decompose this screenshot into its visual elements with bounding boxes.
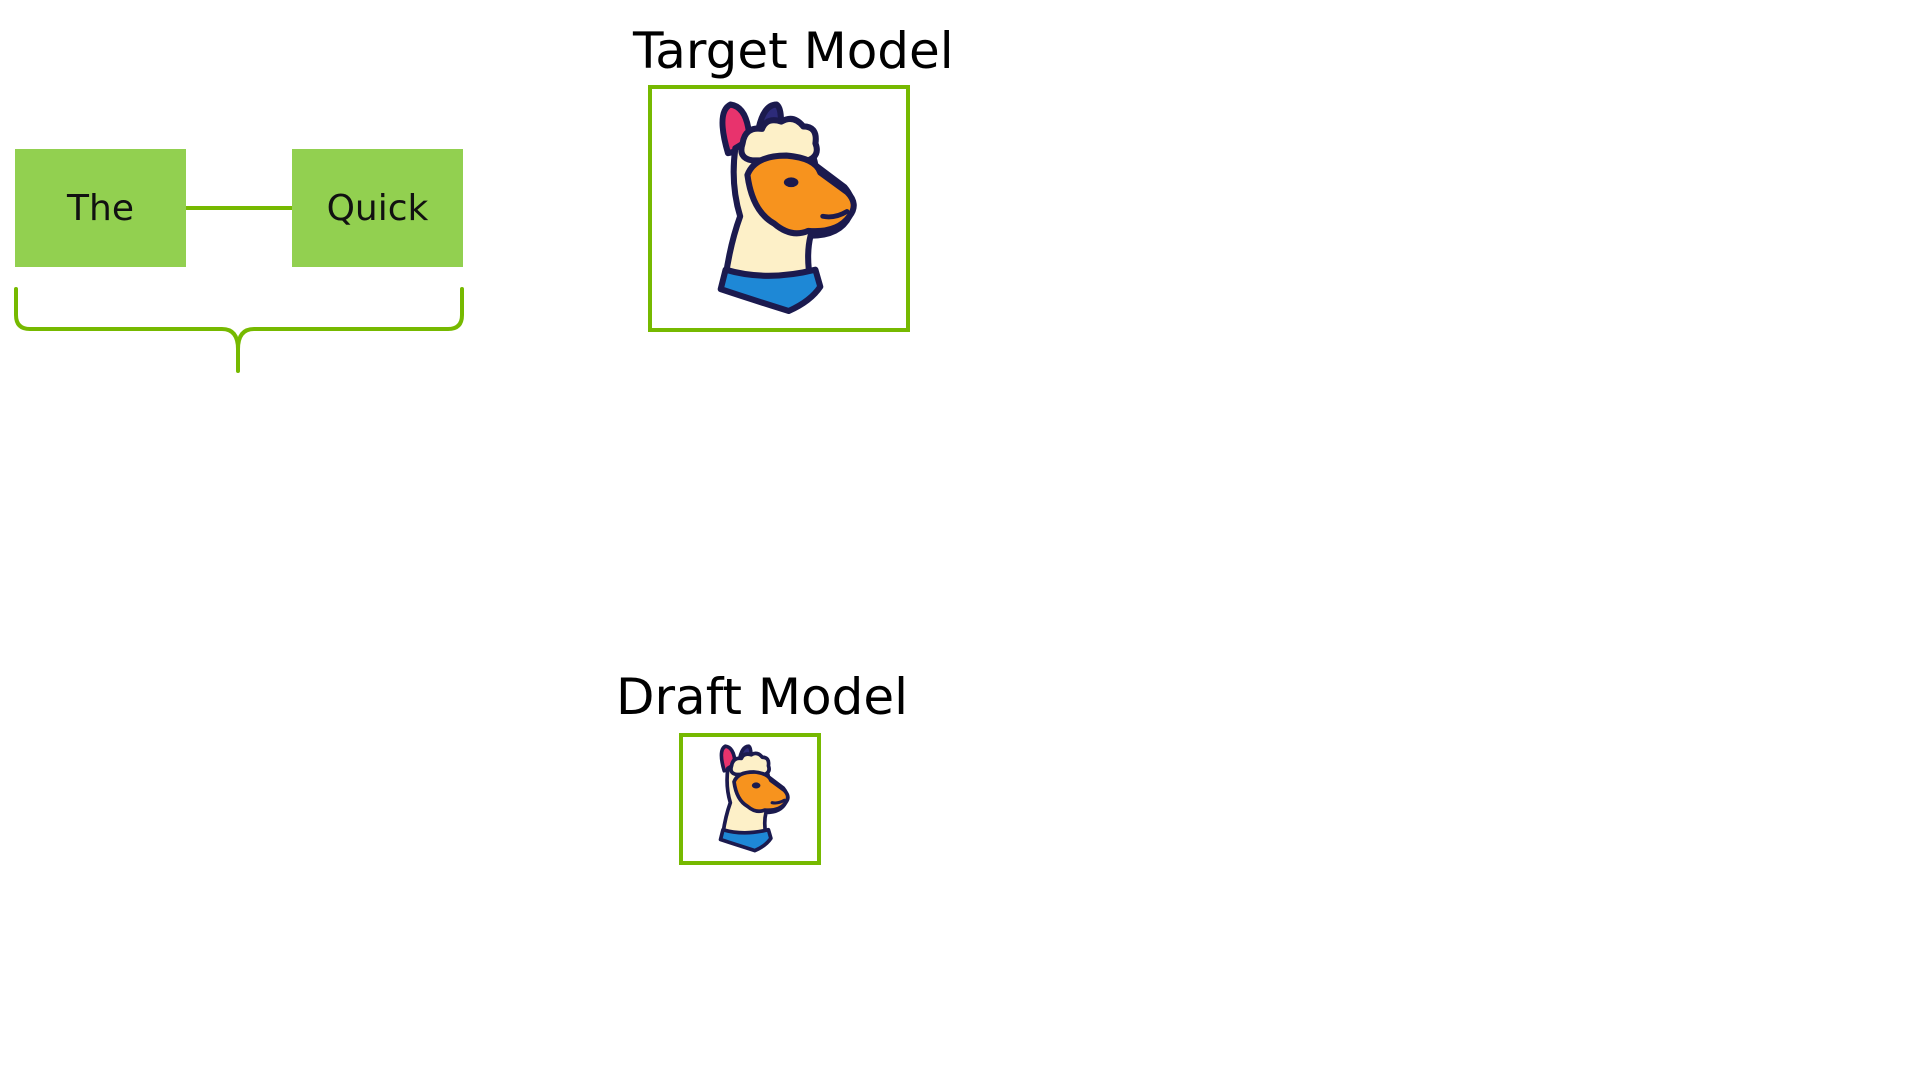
- draft-model-title: Draft Model: [616, 668, 909, 726]
- draft-model-frame: [679, 733, 821, 865]
- token-box-quick: Quick: [292, 149, 463, 267]
- llama-icon: [718, 744, 790, 853]
- token-connector: [186, 206, 292, 210]
- grouping-brace: [14, 287, 464, 373]
- target-model-title: Target Model: [633, 22, 954, 80]
- llama-icon: [717, 101, 857, 314]
- token-label-the: The: [67, 187, 134, 229]
- token-box-the: The: [15, 149, 186, 267]
- target-model-frame: [648, 85, 910, 332]
- token-label-quick: Quick: [326, 187, 429, 229]
